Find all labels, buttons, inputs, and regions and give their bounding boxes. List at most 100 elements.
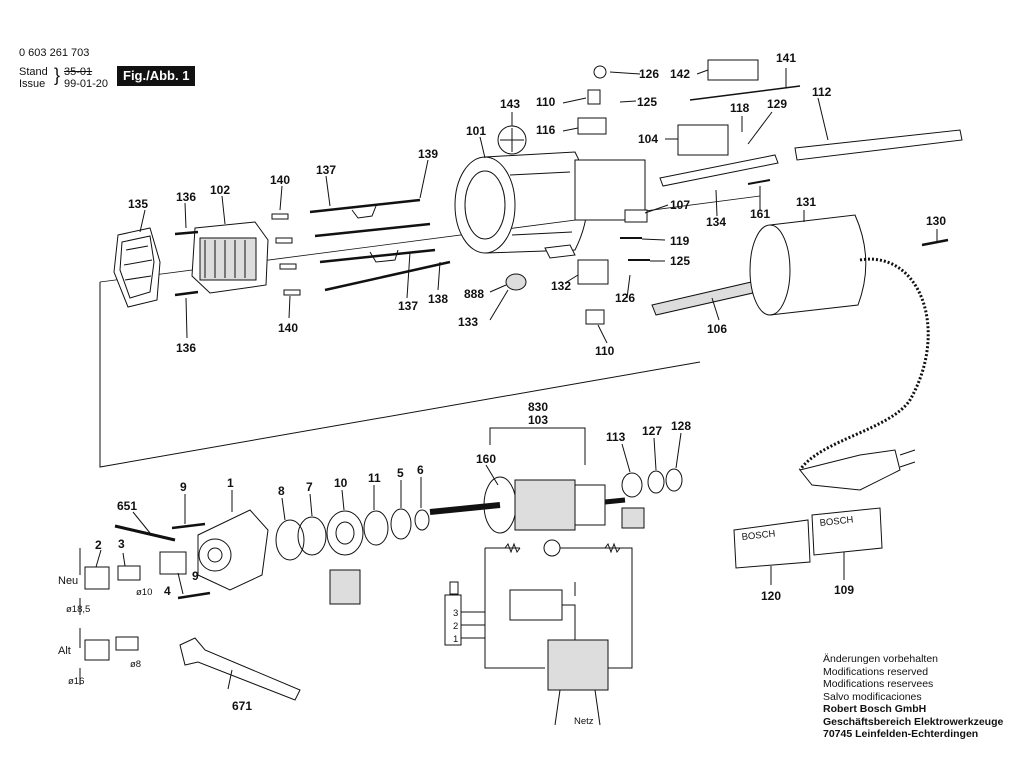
part-9-bottom: 9 xyxy=(192,569,199,583)
brush-holder-top-icon xyxy=(587,89,601,105)
end-cap-icon xyxy=(113,227,161,308)
clip-107-icon xyxy=(624,209,648,223)
part-10: 10 xyxy=(334,476,348,490)
part-137-bottom: 137 xyxy=(398,299,418,313)
label-tag-120-icon xyxy=(733,519,811,569)
label-neu: Neu xyxy=(58,575,78,587)
ring-128-icon xyxy=(665,468,683,492)
part-140-top: 140 xyxy=(270,173,290,187)
screw-9-top-icon xyxy=(171,522,206,530)
part-129: 129 xyxy=(767,97,787,111)
carbon-brush-pack-icon xyxy=(329,569,361,605)
terminal-2: 2 xyxy=(453,621,458,632)
division-name: Geschäftsbereich Elektrowerkzeuge xyxy=(823,715,1004,728)
ring-7-icon xyxy=(297,516,327,556)
stand-value: 35-01 xyxy=(64,66,93,78)
part-161: 161 xyxy=(750,207,770,221)
flange-1-icon xyxy=(197,509,269,591)
collet-3-old-icon xyxy=(115,636,139,651)
note-line-2: Modifications reserved xyxy=(823,665,929,678)
issue-label: Issue xyxy=(19,78,46,90)
power-cord-icon xyxy=(798,257,930,471)
brush-110-bottom-icon xyxy=(585,309,605,325)
part-651: 651 xyxy=(117,499,137,513)
switch-142-icon xyxy=(707,59,759,81)
part-141: 141 xyxy=(776,51,796,65)
part-125-bottom: 125 xyxy=(670,254,690,268)
screw-130-icon xyxy=(921,238,949,247)
part-136-bottom: 136 xyxy=(176,341,196,355)
part-130: 130 xyxy=(926,214,946,228)
part-118: 118 xyxy=(730,101,750,115)
part-103: 103 xyxy=(528,413,548,427)
part-140-bottom: 140 xyxy=(278,321,298,335)
part-8: 8 xyxy=(278,484,285,498)
collet-3-new-icon xyxy=(117,565,141,581)
pin-140-d-icon xyxy=(283,289,301,296)
part-102: 102 xyxy=(210,183,230,197)
ring-11-icon xyxy=(363,510,389,546)
cable-sleeve-106-icon xyxy=(651,279,767,316)
label-diameter-16: ø16 xyxy=(68,676,84,687)
part-107: 107 xyxy=(670,198,690,212)
nut-2-old-icon xyxy=(84,639,110,661)
screw-136-bottom-icon xyxy=(174,290,199,297)
part-136-top: 136 xyxy=(176,190,196,204)
part-133: 133 xyxy=(458,315,478,329)
part-110-bottom: 110 xyxy=(595,344,615,358)
terminal-3: 3 xyxy=(453,608,458,619)
part-116: 116 xyxy=(536,123,556,137)
plug-icon xyxy=(799,449,901,491)
notes-block: Änderungen vorbehalten Modifications res… xyxy=(823,653,1003,741)
nut-2-new-icon xyxy=(84,566,110,590)
brace-icon: } xyxy=(54,65,61,85)
part-131: 131 xyxy=(796,195,816,209)
note-line-1: Änderungen vorbehalten xyxy=(823,653,939,665)
part-125-top: 125 xyxy=(637,95,657,109)
cable-112-icon xyxy=(794,129,963,161)
part-3: 3 xyxy=(118,537,125,551)
issue-value: 99-01-20 xyxy=(64,78,109,90)
rod-138-icon xyxy=(324,260,451,292)
rod-137-a-icon xyxy=(309,198,421,214)
part-109: 109 xyxy=(834,583,854,597)
part-1: 1 xyxy=(227,476,234,490)
pin-651-icon xyxy=(114,524,176,542)
armature-icon xyxy=(429,476,626,534)
part-671: 671 xyxy=(232,699,252,713)
collet-4-icon xyxy=(159,551,187,575)
part-134: 134 xyxy=(706,215,726,229)
part-5: 5 xyxy=(397,466,404,480)
part-110-top: 110 xyxy=(536,95,556,109)
label-diameter-8: ø8 xyxy=(130,659,141,670)
bearing-113-icon xyxy=(621,472,643,498)
figure-label: Fig./Abb. 1 xyxy=(117,66,196,86)
part-142: 142 xyxy=(670,67,690,81)
stand-label: Stand xyxy=(19,66,48,78)
part-101: 101 xyxy=(466,124,486,138)
rod-141-icon xyxy=(689,85,801,101)
pin-140-a-icon xyxy=(271,213,289,220)
part-4: 4 xyxy=(164,584,171,598)
part-138: 138 xyxy=(428,292,448,306)
handle-cover-131-icon xyxy=(749,214,867,316)
part-119: 119 xyxy=(670,234,690,248)
part-126-top: 126 xyxy=(639,67,659,81)
note-line-4: Salvo modificaciones xyxy=(823,690,922,703)
part-137-top: 137 xyxy=(316,163,336,177)
part-160: 160 xyxy=(476,452,496,466)
switch-104-icon xyxy=(677,124,729,156)
part-104: 104 xyxy=(638,132,658,146)
field-coil-icon xyxy=(191,221,269,294)
dust-cover-icon xyxy=(621,507,645,529)
part-143: 143 xyxy=(500,97,520,111)
part-135: 135 xyxy=(128,197,148,211)
part-128: 128 xyxy=(671,419,691,433)
brush-116-icon xyxy=(577,117,607,135)
part-139: 139 xyxy=(418,147,438,161)
bosch-label-1: BOSCH xyxy=(741,528,776,542)
label-tag-109-icon xyxy=(811,507,883,556)
part-9-top: 9 xyxy=(180,480,187,494)
spring-126-top-icon xyxy=(593,65,607,79)
label-diameter-10: ø10 xyxy=(136,587,152,598)
